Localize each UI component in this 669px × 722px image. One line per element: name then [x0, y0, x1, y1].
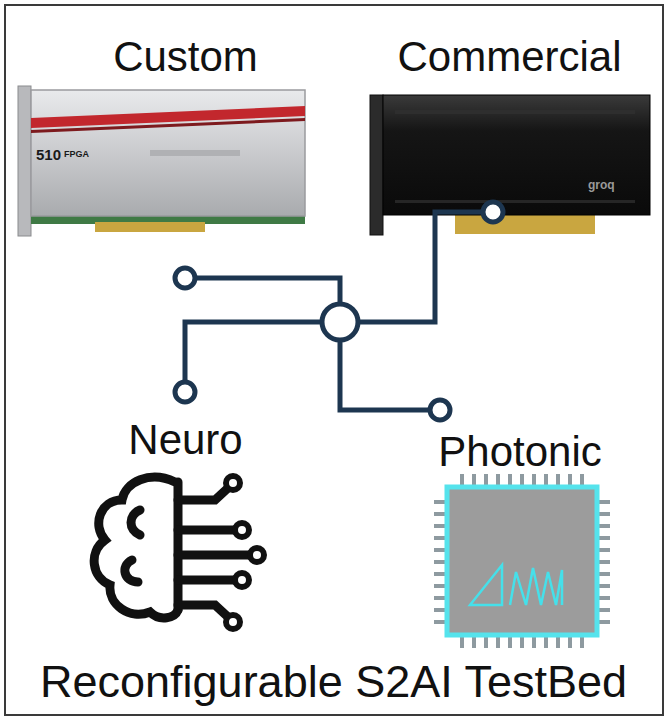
- chip-glyph: [470, 565, 562, 605]
- device-heading: Commercial: [393, 33, 626, 81]
- caption: Reconfigurable S2AI TestBed: [40, 656, 627, 708]
- card-marking: FPGA: [64, 149, 89, 160]
- device-heading: Photonic: [434, 428, 606, 476]
- device-heading: Custom: [109, 33, 262, 81]
- neuro-icon-dots: [226, 476, 264, 629]
- device-label-box: Custom: [109, 33, 262, 81]
- frame: [5, 5, 663, 715]
- chip-pins: [434, 474, 610, 648]
- photonic-chip: [447, 487, 597, 635]
- accelerator-card: [370, 95, 650, 235]
- interconnect-nodes: [175, 202, 503, 420]
- interconnect-lines: [185, 212, 483, 410]
- card-marking: 510: [36, 146, 61, 163]
- fpga-card: [18, 86, 305, 236]
- device-heading: Neuro: [124, 416, 247, 464]
- device-label-box: Neuro: [124, 416, 247, 464]
- device-label-box: Photonic: [434, 428, 606, 476]
- device-label-box: Commercial: [393, 33, 626, 81]
- neuro-icon: [94, 477, 250, 618]
- card-marking: groq: [588, 178, 615, 192]
